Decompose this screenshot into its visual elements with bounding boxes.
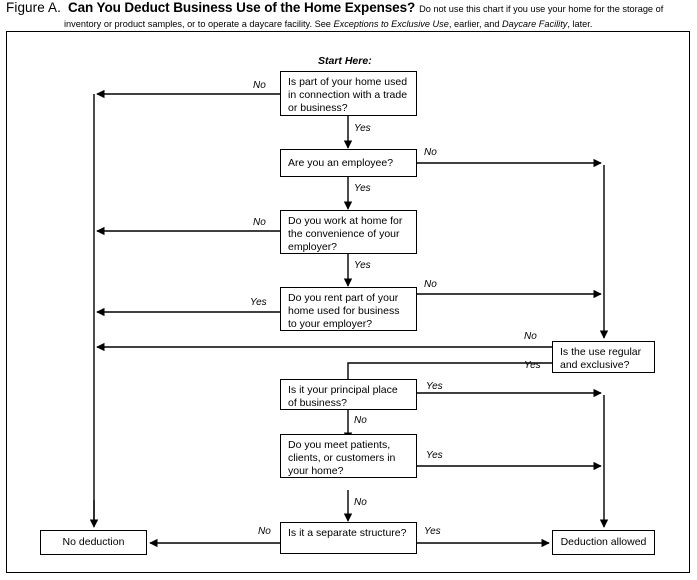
node-q7-meet-patients-clients-customers: Do you meet patients, clients, or custom…	[280, 434, 417, 478]
node-q5-regular-and-exclusive: Is the use regular and exclusive?	[552, 341, 655, 373]
edge-label-q5-yes: Yes	[524, 360, 541, 371]
edge-label-q8-no: No	[258, 526, 271, 537]
node-q8-separate-structure: Is it a separate structure?	[280, 522, 417, 554]
node-q1-home-trade-or-business: Is part of your home used in connection …	[280, 71, 417, 116]
node-q2-are-you-an-employee: Are you an employee?	[280, 149, 417, 177]
edge-label-q7-no: No	[354, 497, 367, 508]
caption-ref-daycare: Daycare Facility	[502, 18, 568, 29]
caption-line-2: inventory or product samples, or to oper…	[64, 18, 694, 32]
edge-label-q8-yes: Yes	[424, 526, 441, 537]
node-q3-work-at-home-convenience: Do you work at home for the convenience …	[280, 210, 417, 254]
node-no-deduction: No deduction	[40, 530, 147, 555]
edge-label-q7-yes: Yes	[426, 450, 443, 461]
caption-line-1: Figure A. Can You Deduct Business Use of …	[6, 1, 694, 17]
node-deduction-allowed: Deduction allowed	[552, 530, 655, 555]
caption-line2-a: inventory or product samples, or to oper…	[64, 18, 334, 29]
edge-label-q1-yes: Yes	[354, 123, 371, 134]
caption-ref-exceptions: Exceptions to Exclusive Use	[333, 18, 449, 29]
edge-label-q1-no: No	[253, 80, 266, 91]
edge-label-q4-yes: Yes	[250, 297, 267, 308]
node-q4-rent-part-of-home: Do you rent part of your home used for b…	[280, 287, 417, 331]
figure-number: Figure A.	[6, 0, 61, 15]
caption-subtitle: Do not use this chart if you use your ho…	[419, 4, 664, 14]
caption-line2-b: , earlier, and	[448, 18, 502, 29]
edge-label-q6-no: No	[354, 415, 367, 426]
edge-label-q5-no: No	[524, 331, 537, 342]
caption-line2-c: , later.	[567, 18, 593, 29]
figure-caption: Figure A. Can You Deduct Business Use of …	[6, 1, 694, 31]
edge-label-q4-no: No	[424, 279, 437, 290]
page-title: Can You Deduct Business Use of the Home …	[67, 0, 416, 15]
start-here-label: Start Here:	[318, 55, 372, 67]
edge-label-q3-no: No	[253, 217, 266, 228]
edge-label-q3-yes: Yes	[354, 260, 371, 271]
edge-label-q2-yes: Yes	[354, 183, 371, 194]
node-q6-principal-place-of-business: Is it your principal place of business?	[280, 379, 417, 410]
edge-label-q2-no: No	[424, 147, 437, 158]
edge-label-q6-yes: Yes	[426, 381, 443, 392]
